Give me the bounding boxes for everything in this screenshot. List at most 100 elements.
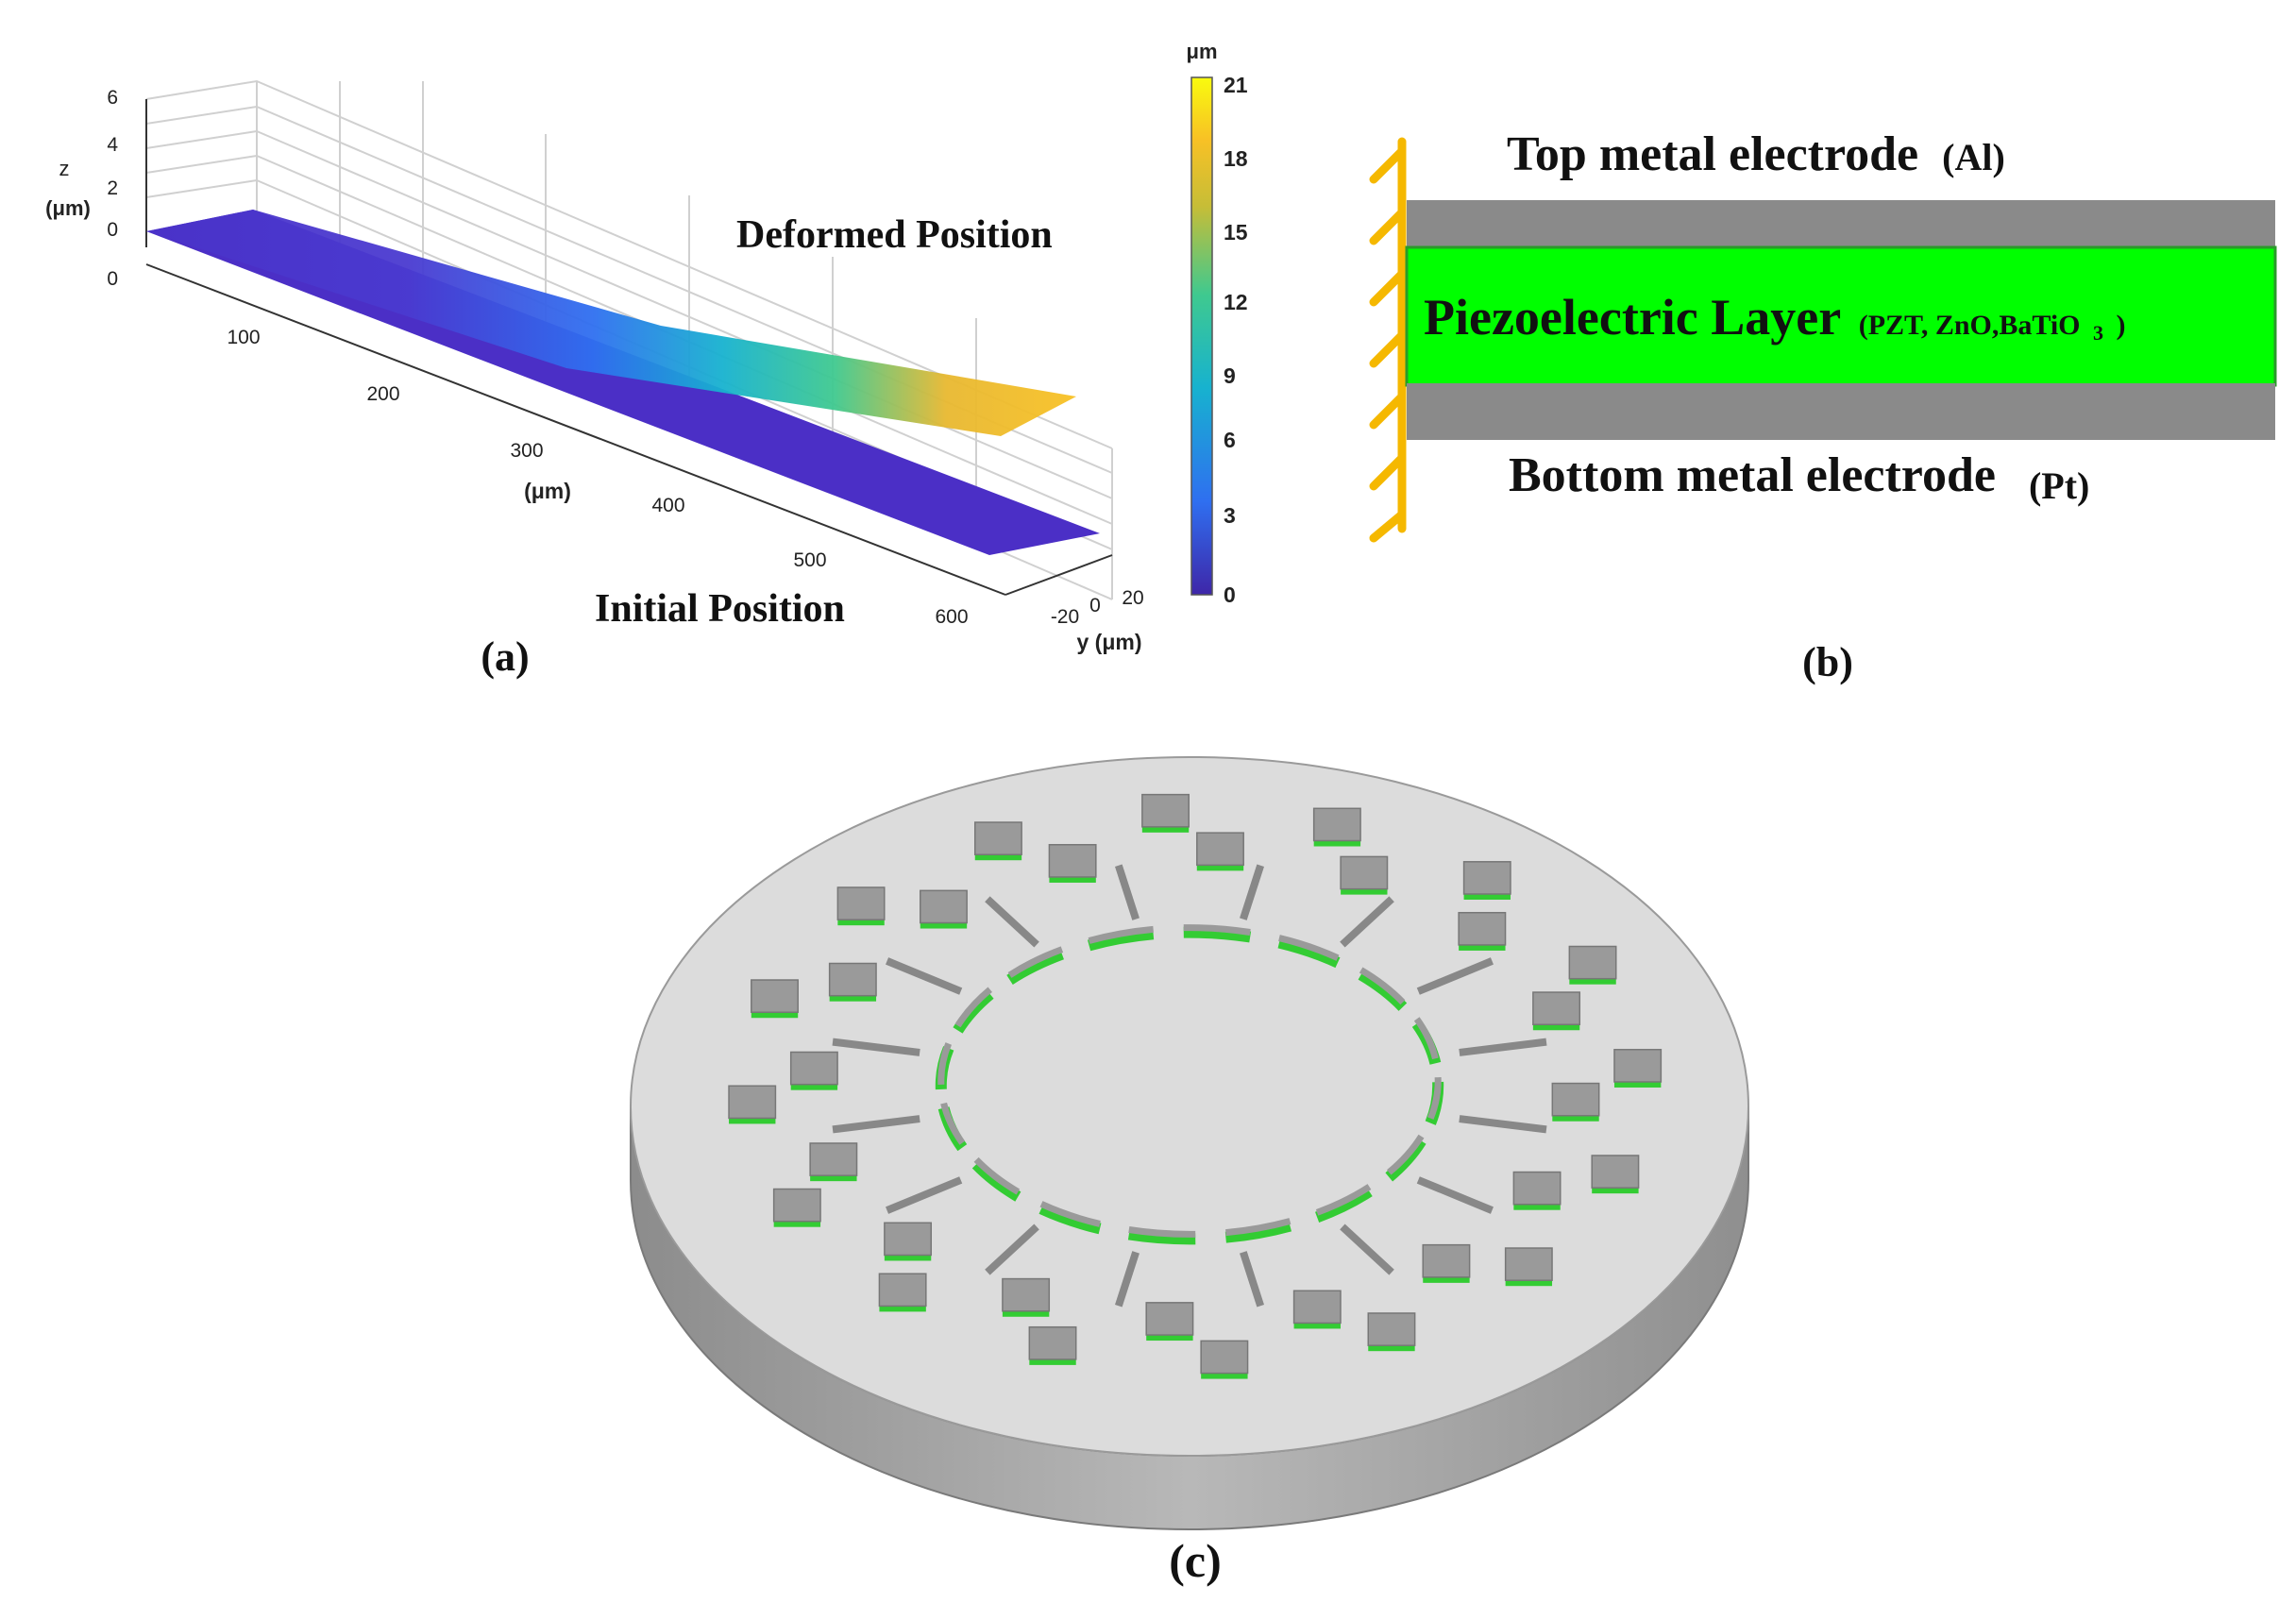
- cantilever-beam: [1387, 1134, 1425, 1175]
- bottom-electrode-layer: [1407, 383, 2275, 440]
- cantilever-beam: [973, 1156, 1021, 1195]
- connector-beam: [886, 957, 963, 995]
- connector-beam: [886, 1176, 963, 1214]
- cantilever-unit: [828, 886, 994, 1034]
- electrode-pad: [751, 979, 799, 1013]
- electrode-pad: [772, 1188, 821, 1223]
- z-axis-ticks: 6 4 2 0 0: [107, 87, 118, 290]
- connector-beam: [832, 1115, 920, 1134]
- cantilever-beam-piezo: [1183, 926, 1252, 943]
- top-electrode-layer: [1407, 200, 2275, 249]
- cantilever-beam: [1278, 935, 1340, 961]
- connector-beam: [1115, 864, 1140, 920]
- cantilever-unit: [1385, 1134, 1562, 1287]
- electrode-pad: [1422, 1243, 1471, 1278]
- cantilever-unit: [1048, 793, 1190, 952]
- cantilever-beam-piezo: [1314, 1187, 1373, 1223]
- cantilever-unit: [920, 821, 1065, 985]
- cantilever-beam-piezo: [971, 1160, 1021, 1202]
- panel-b-label: (b): [1802, 639, 1853, 685]
- electrode-pad: [1002, 1277, 1051, 1312]
- cantilever-beam: [1088, 925, 1154, 944]
- cantilever-beam: [1183, 924, 1251, 936]
- electrode-pad: [1292, 1290, 1342, 1325]
- electrode-pad: [1532, 991, 1581, 1025]
- cantilever-unit: [772, 1156, 1021, 1261]
- electrode-pad: [1591, 1155, 1640, 1189]
- electrode-pad: [1340, 855, 1389, 890]
- cantilever-beam: [1128, 1226, 1196, 1238]
- piezo-layer-label-subscript: 3: [2093, 321, 2103, 345]
- z-tick: 2: [107, 177, 118, 199]
- piezoelectric-layer: [1405, 245, 2277, 387]
- cantilever-beam: [1039, 1201, 1101, 1227]
- y-tick: -20: [1051, 606, 1079, 628]
- colorbar-scale: [1190, 76, 1213, 596]
- cantilever-beam: [937, 1042, 953, 1085]
- cantilever-unit: [1411, 991, 1663, 1088]
- x-tick: 400: [651, 495, 684, 516]
- connector-beam: [1340, 1223, 1394, 1275]
- bottom-electrode-label-main: Bottom metal electrode: [1509, 448, 1996, 502]
- x-axis-ticks: 100 200 300 400 500 600: [227, 327, 968, 628]
- electrode-pad: [1504, 1247, 1553, 1281]
- cantilever-beam: [1427, 1077, 1442, 1120]
- top-electrode-label-main: Top metal electrode: [1507, 127, 1918, 181]
- electrode-pad: [728, 1085, 777, 1120]
- cantilever-unit: [1183, 807, 1361, 943]
- piezo-layer-label-close: ): [2117, 310, 2126, 341]
- bottom-electrode-label: Bottom metal electrode (Pt): [1509, 448, 2089, 507]
- cantilever-beam: [954, 987, 992, 1028]
- electrode-pad: [878, 1273, 927, 1308]
- panel-a-label: (a): [481, 633, 529, 680]
- colorbar-tick: 0: [1224, 582, 1236, 607]
- colorbar: μm 21 18 15 12 9 6 3 0: [1186, 40, 1247, 607]
- top-electrode-label: Top metal electrode (Al): [1507, 127, 2005, 181]
- z-tick: 4: [107, 134, 118, 156]
- connector-beam: [1416, 1176, 1494, 1214]
- cantilever-array: [728, 793, 1663, 1379]
- colorbar-tick: 9: [1224, 363, 1236, 388]
- z-tick: 6: [107, 87, 118, 109]
- top-electrode-label-material: (Al): [1942, 136, 2005, 178]
- cantilever-unit: [1277, 855, 1511, 969]
- electrode-pad: [884, 1222, 933, 1257]
- electrode-pad: [1312, 807, 1361, 842]
- cantilever-beam: [1225, 1218, 1292, 1237]
- electrode-pad: [1200, 1340, 1249, 1375]
- panel-c-label: (c): [1169, 1534, 1222, 1587]
- x-axis-label: (μm): [524, 479, 571, 503]
- connector-beam: [1416, 957, 1494, 995]
- plot-axes: [145, 99, 1113, 596]
- cantilever-beam-piezo: [1224, 1220, 1292, 1243]
- electrode-pad: [1462, 861, 1511, 895]
- panel-b-layer-stack: Top metal electrode (Al) Piezoelectric L…: [1369, 127, 2277, 685]
- cantilever-beam: [1315, 1184, 1372, 1216]
- cantilever-unit: [1028, 1226, 1196, 1365]
- piezo-layer-label-material: (PZT, ZnO,BaTiO: [1859, 310, 2081, 341]
- electrode-pad: [1048, 844, 1097, 878]
- cantilever-beam-piezo: [1358, 970, 1408, 1011]
- connector-beam: [1340, 896, 1394, 948]
- connector-beam: [985, 896, 1039, 948]
- cantilever-beam: [1007, 946, 1064, 978]
- electrode-pad: [1145, 1302, 1194, 1336]
- cantilever-beam-piezo: [1038, 1203, 1102, 1235]
- z-tick: 0: [107, 268, 118, 290]
- electrode-pad: [920, 889, 968, 924]
- electrode-pad: [828, 962, 877, 997]
- panel-a-cantilever-plot: z (μm) 6 4 2 0 0 100 200 300 400 500 600…: [45, 40, 1248, 680]
- bottom-electrode-label-material: (Pt): [2029, 464, 2089, 507]
- electrode-pad: [836, 886, 886, 920]
- electrode-pad: [1367, 1312, 1416, 1346]
- electrode-pad: [809, 1142, 858, 1176]
- electrode-pad: [1141, 793, 1190, 828]
- cantilever-unit: [1200, 1218, 1342, 1379]
- connector-beam: [985, 1223, 1039, 1275]
- cantilever-beam-piezo: [1006, 949, 1065, 985]
- electrode-pad: [789, 1051, 838, 1086]
- colorbar-tick: 3: [1224, 503, 1236, 528]
- colorbar-tick: 6: [1224, 428, 1236, 452]
- colorbar-unit: μm: [1186, 40, 1217, 63]
